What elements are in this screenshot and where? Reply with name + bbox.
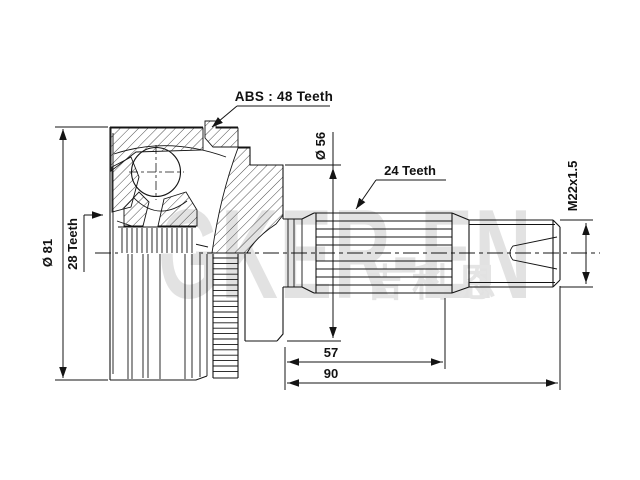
abs-tone-ring	[212, 254, 246, 379]
dimension-dia81: Ø 81	[40, 126, 108, 381]
center-hole-cone	[509, 236, 558, 270]
dimension-57: 57	[284, 298, 446, 390]
dimension-24teeth: 24 Teeth	[355, 163, 446, 210]
dimension-thread: M22x1.5	[560, 161, 593, 288]
thread-size-label: M22x1.5	[565, 161, 580, 212]
watermark: GKER-EN 吉科恩	[158, 183, 531, 325]
abs-ring-label: ABS : 48 Teeth	[235, 89, 333, 104]
housing-external	[110, 254, 208, 381]
dimension-dia56: Ø 56	[285, 132, 341, 342]
inner-spline-label: 28 Teeth	[65, 218, 80, 270]
spline-shaft	[314, 212, 470, 294]
inner-spline-teeth	[121, 228, 193, 253]
outer-spline-label: 24 Teeth	[384, 163, 436, 178]
dimension-abs48: ABS : 48 Teeth	[211, 89, 333, 128]
housing-section	[109, 120, 284, 380]
dimension-90: 90	[287, 286, 561, 390]
dimension-28teeth: 28 Teeth	[65, 211, 103, 272]
total-length-label: 90	[324, 366, 338, 381]
bell-groove-lines	[127, 254, 208, 379]
spline-teeth-lines	[316, 220, 452, 286]
boot-diameter-label: Ø 56	[313, 132, 328, 160]
watermark-brand-cn-text: 吉科恩	[366, 263, 504, 305]
outer-diameter-label: Ø 81	[40, 239, 55, 267]
threaded-stub	[469, 219, 561, 288]
spline-length-label: 57	[324, 345, 338, 360]
boot-groove-neck	[283, 212, 315, 294]
abs-ring-teeth	[213, 257, 238, 372]
